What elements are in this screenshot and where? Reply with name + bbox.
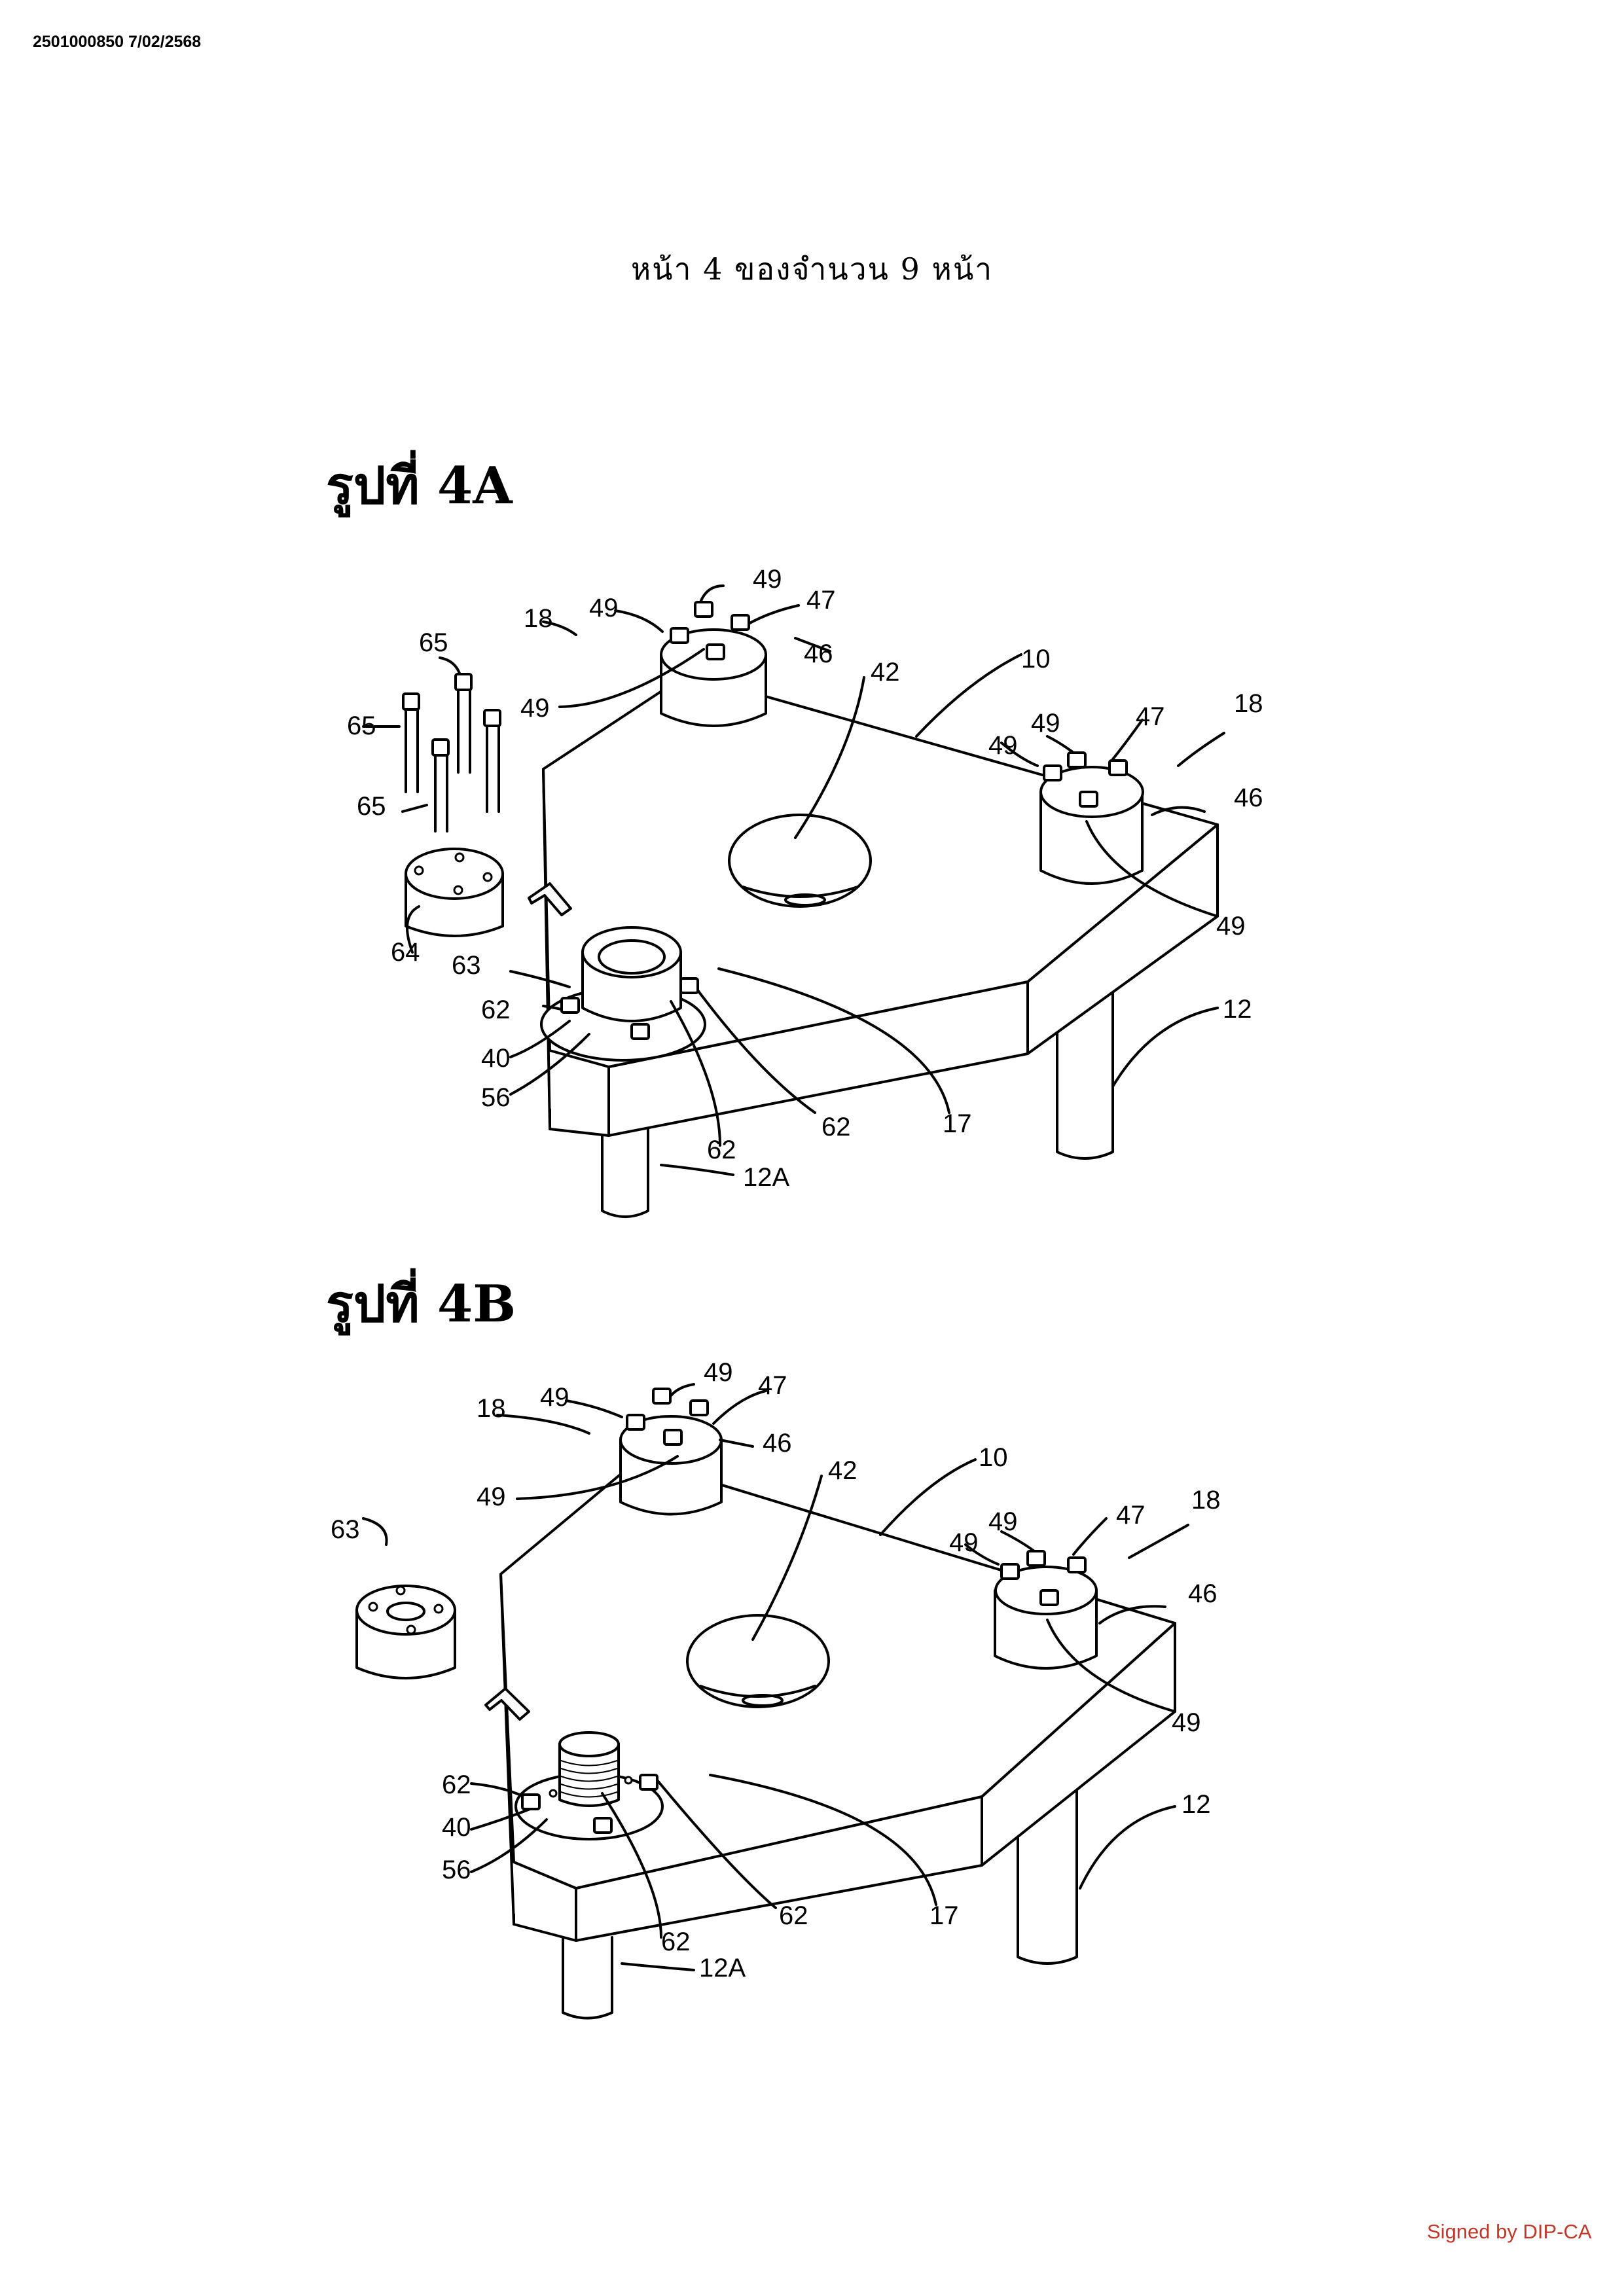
label-49: 49 bbox=[540, 1383, 569, 1412]
label-56: 56 bbox=[442, 1856, 471, 1884]
label-46: 46 bbox=[763, 1429, 792, 1458]
label-65: 65 bbox=[419, 628, 448, 657]
label-62: 62 bbox=[481, 996, 511, 1024]
label-17: 17 bbox=[929, 1901, 959, 1930]
label-47: 47 bbox=[1136, 702, 1165, 731]
figure-4b-drawing: 18 49 49 47 46 49 42 10 18 49 49 47 46 4… bbox=[0, 1244, 1624, 2094]
label-12A: 12A bbox=[699, 1954, 746, 1982]
label-62: 62 bbox=[779, 1901, 808, 1930]
label-42: 42 bbox=[828, 1456, 857, 1485]
label-49: 49 bbox=[949, 1528, 979, 1557]
label-63: 63 bbox=[452, 951, 481, 980]
label-46: 46 bbox=[1234, 783, 1263, 812]
label-47: 47 bbox=[1116, 1501, 1146, 1530]
label-47: 47 bbox=[758, 1371, 787, 1400]
label-10: 10 bbox=[979, 1443, 1008, 1472]
label-49: 49 bbox=[1031, 709, 1060, 738]
label-18: 18 bbox=[1191, 1486, 1221, 1515]
label-18: 18 bbox=[477, 1394, 506, 1423]
label-49: 49 bbox=[520, 694, 550, 723]
label-40: 40 bbox=[442, 1813, 471, 1842]
label-62: 62 bbox=[661, 1928, 691, 1956]
label-49: 49 bbox=[988, 1507, 1018, 1536]
figure-4a-drawing: 18 49 49 47 46 49 42 10 18 49 49 47 46 4… bbox=[0, 0, 1624, 1244]
label-49: 49 bbox=[1216, 912, 1246, 941]
label-49: 49 bbox=[704, 1358, 733, 1387]
label-49: 49 bbox=[477, 1482, 506, 1511]
label-62: 62 bbox=[707, 1136, 736, 1164]
label-64: 64 bbox=[391, 938, 420, 967]
label-63: 63 bbox=[331, 1515, 360, 1544]
label-40: 40 bbox=[481, 1044, 511, 1073]
label-10: 10 bbox=[1021, 645, 1051, 673]
label-56: 56 bbox=[481, 1083, 511, 1112]
label-65: 65 bbox=[347, 711, 376, 740]
label-46: 46 bbox=[804, 639, 833, 668]
label-65: 65 bbox=[357, 792, 386, 821]
label-18: 18 bbox=[1234, 689, 1263, 718]
label-62: 62 bbox=[821, 1113, 851, 1141]
label-62: 62 bbox=[442, 1770, 471, 1799]
label-12A: 12A bbox=[743, 1163, 789, 1192]
label-49: 49 bbox=[753, 565, 782, 594]
label-47: 47 bbox=[806, 586, 836, 615]
label-18: 18 bbox=[524, 604, 553, 633]
label-12: 12 bbox=[1223, 995, 1252, 1024]
label-49: 49 bbox=[1172, 1708, 1201, 1737]
label-49: 49 bbox=[988, 731, 1018, 760]
label-12: 12 bbox=[1182, 1790, 1211, 1819]
label-42: 42 bbox=[871, 658, 900, 687]
label-46: 46 bbox=[1188, 1579, 1218, 1608]
digital-signature-text: Signed by DIP-CA bbox=[1427, 2220, 1592, 2244]
label-49: 49 bbox=[589, 594, 619, 622]
label-17: 17 bbox=[943, 1109, 972, 1138]
